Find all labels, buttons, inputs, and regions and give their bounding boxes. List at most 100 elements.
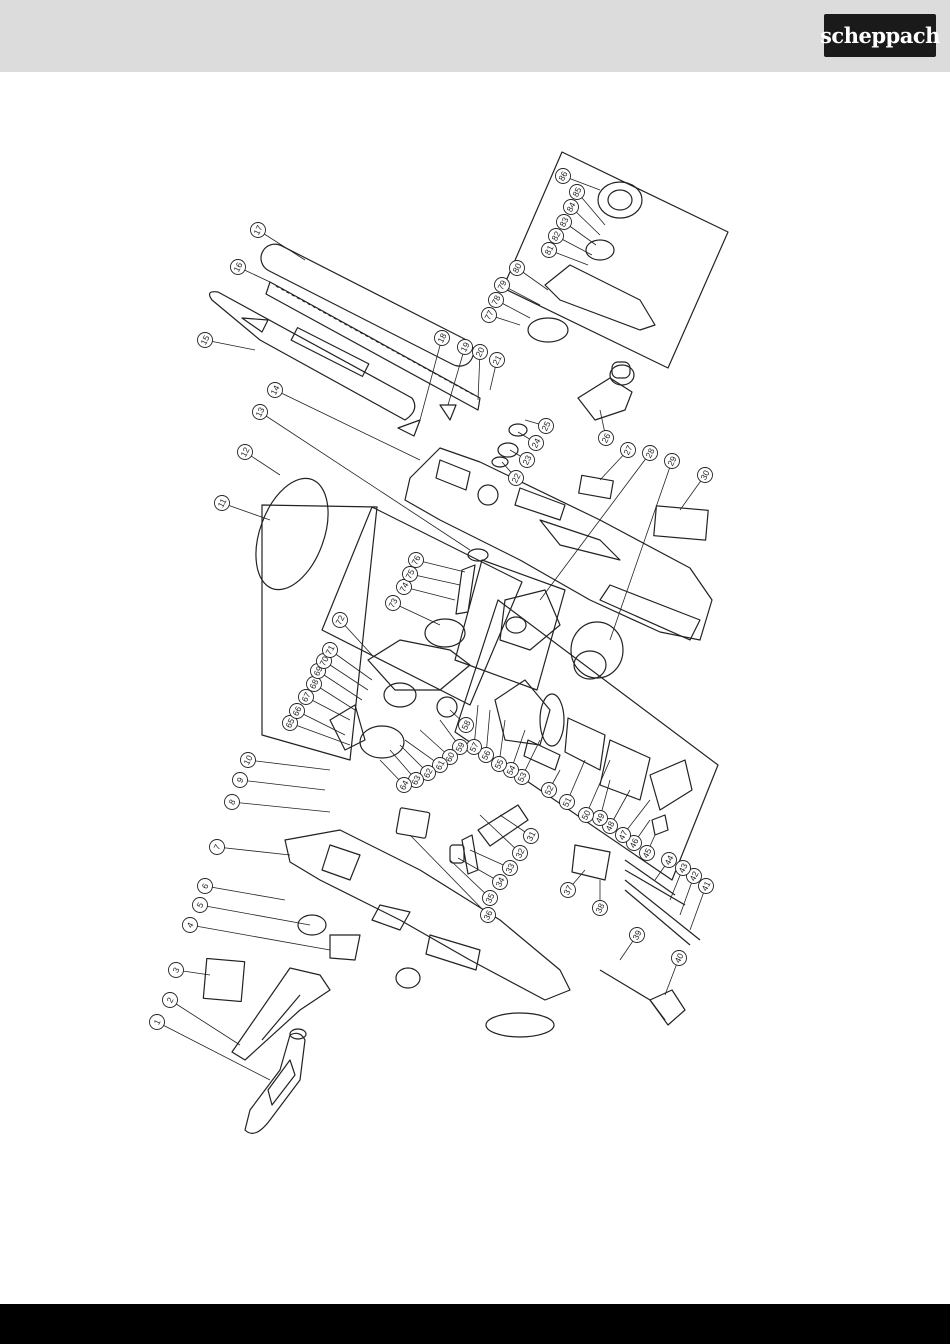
part-callout-84: 84: [564, 200, 579, 215]
handle-grip: [245, 1033, 305, 1133]
leader-line-17: [258, 230, 305, 260]
exploded-view-drawing: 1234567891011121314151617181920212223242…: [0, 72, 950, 1304]
part-callout-57: 57: [467, 740, 482, 755]
part-callout-66: 66: [290, 704, 305, 719]
gear-62: [384, 683, 416, 707]
washer-22: [492, 457, 508, 467]
label-plate-4: [330, 935, 360, 960]
label-plate-37: [572, 845, 610, 880]
part-callout-47: 47: [616, 828, 631, 843]
lower-housing-vent: [372, 905, 410, 930]
tensioning-disc: [586, 240, 614, 260]
oil-cap-29: [574, 651, 606, 679]
part-callout-29: 29: [665, 454, 680, 469]
switch-lever-31: [478, 805, 528, 846]
upper-housing-rail: [600, 585, 700, 640]
page-header: scheppach: [0, 0, 950, 72]
part-callout-55: 55: [492, 757, 507, 772]
part-callout-10: 10: [241, 753, 256, 768]
leader-line-6: [205, 886, 285, 900]
part-callout-21: 21: [490, 353, 505, 368]
carbon-brush-45: [652, 815, 668, 835]
part-callout-14: 14: [268, 383, 283, 398]
part-callout-16: 16: [231, 260, 246, 275]
part-callout-28: 28: [643, 446, 658, 461]
washer-24: [509, 424, 527, 436]
part-callout-31: 31: [524, 829, 539, 844]
part-callout-32: 32: [513, 846, 528, 861]
washer-13: [468, 549, 488, 561]
guide-bar-slot: [291, 328, 369, 377]
part-callout-8: 8: [225, 795, 240, 810]
part-callout-30: 30: [698, 468, 713, 483]
leader-line-29: [610, 461, 672, 640]
part-callout-37: 37: [561, 883, 576, 898]
leader-line-28: [540, 453, 650, 600]
part-callout-77: 77: [482, 308, 497, 323]
screw-set-lower-ellipse: [396, 968, 420, 988]
screw-set-26-ellipse: [610, 365, 634, 385]
part-callout-85: 85: [570, 185, 585, 200]
guide-bar: [210, 292, 415, 420]
guide-cover-group-box: [503, 152, 728, 368]
spindle-74: [456, 565, 475, 614]
switch-box-36: [396, 808, 430, 839]
cable-39: [600, 970, 665, 1020]
part-callout-26: 26: [599, 431, 614, 446]
part-callout-35: 35: [483, 891, 498, 906]
brand-logo-text: scheppach: [820, 23, 940, 48]
motor-armature-51: [565, 718, 605, 770]
part-callout-52: 52: [542, 783, 557, 798]
leader-line-13: [260, 412, 470, 550]
motor-group-box: [455, 600, 718, 880]
part-callout-6: 6: [198, 879, 213, 894]
lower-housing-pocket: [322, 845, 360, 880]
gear-housing-72: [368, 640, 470, 690]
part-callout-40: 40: [672, 951, 687, 966]
leader-line-7: [217, 847, 290, 855]
screw-set-ellipse: [486, 1013, 554, 1037]
part-callout-44: 44: [662, 853, 677, 868]
cover-plate: [528, 318, 568, 342]
part-callout-2: 2: [163, 993, 178, 1008]
page-footer: [0, 1304, 950, 1344]
part-callout-17: 17: [251, 223, 266, 238]
oil-tank-box: [455, 560, 565, 690]
saw-chain: [266, 282, 480, 410]
leader-line-10: [248, 760, 330, 770]
leader-line-32: [480, 815, 520, 853]
power-plug-40: [650, 990, 685, 1025]
part-callout-43: 43: [676, 861, 691, 876]
part-callout-81: 81: [542, 243, 557, 258]
part-callout-79: 79: [495, 278, 510, 293]
part-callout-86: 86: [556, 169, 571, 184]
upper-housing-mount: [436, 460, 470, 490]
part-callout-3: 3: [169, 963, 184, 978]
part-callout-64: 64: [397, 778, 412, 793]
part-callout-49: 49: [593, 811, 608, 826]
lower-housing-rib: [426, 935, 480, 970]
part-callout-38: 38: [593, 901, 608, 916]
tensioning-knob-inner: [608, 190, 632, 210]
part-callout-20: 20: [473, 345, 488, 360]
part-callout-5: 5: [193, 898, 208, 913]
exploded-parts-diagram: 1234567891011121314151617181920212223242…: [0, 72, 950, 1304]
sprocket-23: [498, 443, 518, 457]
cooling-fan-53: [540, 694, 564, 746]
part-callout-15: 15: [198, 333, 213, 348]
leader-line-9: [240, 780, 325, 790]
upper-housing-hole: [478, 485, 498, 505]
leader-line-18: [420, 338, 442, 420]
label-plate-27: [579, 475, 614, 498]
part-callout-76: 76: [409, 553, 424, 568]
brand-logo: scheppach: [824, 14, 936, 57]
part-callout-83: 83: [557, 215, 572, 230]
label-plate-3: [203, 958, 244, 1001]
leader-line-65: [290, 723, 350, 745]
part-callout-34: 34: [493, 875, 508, 890]
part-callout-72: 72: [333, 613, 348, 628]
gear-cover-64: [360, 726, 404, 758]
part-callout-75: 75: [403, 567, 418, 582]
part-callout-33: 33: [503, 861, 518, 876]
label-plate-30: [654, 506, 708, 540]
